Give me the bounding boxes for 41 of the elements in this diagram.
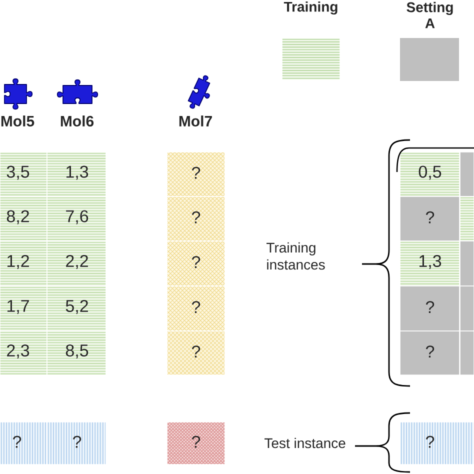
table-cell: ?	[166, 286, 226, 332]
table-cell: ?	[400, 196, 460, 242]
table-cell: ?	[166, 330, 226, 376]
table-cell: ?	[166, 422, 226, 465]
node-label: 8,5	[66, 344, 88, 359]
table-cell: 1,7	[0, 286, 48, 332]
table-cell: 3,5	[0, 152, 48, 197]
table-cell: 0,5	[400, 152, 460, 197]
table-cell: ?	[166, 196, 226, 242]
node-label: 3,5	[6, 166, 30, 180]
table-cell: 1,2	[0, 240, 48, 286]
node-label: 2,3	[7, 344, 30, 359]
table-cell: 1,3	[46, 152, 106, 197]
row-label: Test instance	[264, 438, 346, 448]
table-cell	[460, 152, 474, 197]
column-header: Mol5	[1, 116, 34, 126]
table-cell: ?	[166, 240, 226, 286]
legend-label: Training	[284, 1, 338, 15]
table-cell	[460, 286, 474, 332]
node-label: 1,2	[7, 254, 29, 270]
column-header: Mol7	[179, 116, 212, 126]
table-cell	[460, 196, 474, 242]
row-label: Training instances	[266, 242, 325, 270]
table-cell: 2,3	[0, 330, 48, 376]
table-cell: ?	[166, 152, 226, 197]
legend-label: Setting A	[406, 2, 453, 28]
table-cell: 8,2	[0, 196, 48, 242]
table-cell: 2,2	[46, 240, 106, 286]
table-cell: ?	[0, 422, 48, 465]
table-cell: ?	[400, 422, 474, 465]
table-cell: 7,6	[46, 196, 106, 242]
table-cell	[460, 330, 474, 376]
node-label: 8,2	[6, 210, 29, 224]
column-header: Mol6	[60, 116, 94, 126]
table-cell: ?	[46, 422, 106, 465]
table-cell: 1,3	[400, 240, 460, 286]
table-cell: 8,5	[46, 330, 106, 376]
table-cell	[460, 240, 474, 286]
node-label: 5,2	[66, 300, 88, 314]
table-cell: 5,2	[46, 286, 106, 332]
node-label: 1,7	[7, 300, 29, 314]
